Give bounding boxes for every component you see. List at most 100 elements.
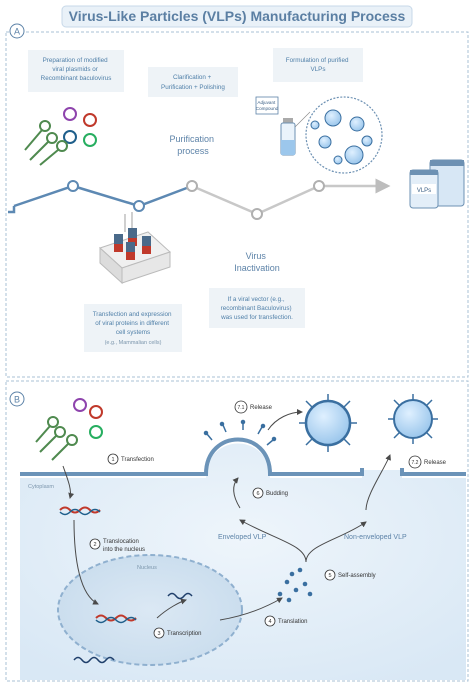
panel-a-letter: A <box>14 27 20 37</box>
plasmid-prep-box <box>28 50 124 92</box>
step-3: 3 Transcription <box>153 627 201 639</box>
budding-spikes <box>203 419 277 446</box>
virus-inactivation-line2: Inactivation <box>234 263 280 273</box>
step-2: 2 Translocation into the nucleus <box>89 538 145 553</box>
step-4-number: 4 <box>268 619 271 625</box>
page-title: Virus-Like Particles (VLPs) Manufacturin… <box>69 8 406 24</box>
dna-strand-icon <box>59 506 101 514</box>
plasmid-icon <box>63 107 77 121</box>
vlp-magnified-circle <box>305 96 383 174</box>
dna-strand-icon <box>59 508 101 516</box>
plasmid-icon <box>73 398 87 412</box>
viral-vector-line2: recombinant Baculovirus) <box>221 305 292 312</box>
step-7-2-label: Release <box>424 460 447 466</box>
svg-text:Clarification + Purificati: Clarification + Purification + Polishing <box>161 74 225 91</box>
step-3-number: 3 <box>157 631 160 637</box>
plasmid-icon <box>89 425 103 439</box>
formulation-line2: VLPs <box>310 66 325 73</box>
bioreactor-plate-icon <box>99 212 171 285</box>
timeline-node <box>251 208 263 220</box>
transfection-note: (e.g., Mammalian cells) <box>105 340 162 346</box>
step-7-2: 7.2 Release <box>408 455 447 469</box>
transfection-line1: Transfection and expression <box>93 311 172 318</box>
plasmid-cluster-a <box>24 107 97 166</box>
title-banner <box>61 5 413 28</box>
clarification-line2: Purification + Polishing <box>161 84 225 91</box>
step-1: 1 Transfection <box>107 453 154 465</box>
step-6-label: Budding <box>266 491 288 497</box>
svg-text:Adjuvant Compound: Adjuvant Compound <box>256 100 279 111</box>
virus-inactivation-line1: Virus <box>246 251 267 261</box>
transfection-line2: of viral proteins in different <box>95 320 169 327</box>
formulation-line1: Formulation of purified <box>286 57 349 64</box>
step-5: 5 Self-assembly <box>324 569 376 581</box>
nucleus-label: Nucleus <box>137 565 157 571</box>
step-2-number: 2 <box>93 542 96 548</box>
vlp-particle-icon <box>349 116 365 132</box>
timeline-node <box>186 180 198 192</box>
vlp-vials-icon: VLPs <box>409 159 465 209</box>
process-timeline <box>8 178 391 220</box>
panel-a-border <box>5 31 469 378</box>
viral-vector-box <box>209 288 305 328</box>
timeline-node <box>313 180 325 192</box>
purification-process-line1: Purification <box>169 134 214 144</box>
panel-b-border <box>5 380 469 682</box>
cell-membrane-right <box>400 468 466 476</box>
transfection-line3: cell systems <box>116 329 150 336</box>
vlp-particle-icon <box>318 135 332 149</box>
enveloped-vlp-label: Enveloped VLP <box>218 534 267 541</box>
vial-label: VLPs <box>417 188 431 194</box>
viral-vector-line1: If a viral vector (e.g., <box>228 296 285 303</box>
dna-strand-icon <box>95 614 137 622</box>
plasmid-icon <box>89 405 103 419</box>
svg-text:Preparation of modified vi: Preparation of modified viral plasmids o… <box>41 57 112 82</box>
adjuvant-vial-icon <box>280 118 296 156</box>
plasmid-icon <box>83 113 97 127</box>
viral-vector-line3: was used for transfection. <box>220 314 293 321</box>
step-7-1: 7.1 Release <box>234 400 273 414</box>
plasmid-prep-line3: Recombinant baculovirus <box>41 75 112 82</box>
transfection-box <box>84 304 182 352</box>
step-2-label2: into the nucleus <box>103 547 145 553</box>
svg-text:Transfection and expression: Transfection and expression of viral pro… <box>93 311 174 336</box>
step-1-number: 1 <box>111 457 114 463</box>
step-5-number: 5 <box>328 573 331 579</box>
timeline-node <box>67 180 79 192</box>
step-1-label: Transfection <box>121 457 154 463</box>
process-arrows <box>62 409 391 621</box>
vlp-particle-icon <box>310 120 320 130</box>
adjuvant-tag <box>255 96 279 115</box>
vlp-particle-icon <box>344 145 364 165</box>
released-enveloped-vlp-icon <box>299 394 357 452</box>
formulation-box <box>273 48 363 82</box>
plasmid-cluster-b <box>35 398 103 461</box>
svg-text:Virus Inactivation: Virus Inactivation <box>234 251 280 273</box>
released-nonenveloped-vlp-icon <box>388 394 438 444</box>
cell-membrane <box>20 437 364 476</box>
svg-text:Formulation of purified VL: Formulation of purified VLPs <box>286 57 350 73</box>
panel-b-letter: B <box>14 395 20 405</box>
step-5-label: Self-assembly <box>338 573 376 579</box>
step-3-label: Transcription <box>167 631 201 637</box>
adjuvant-line2: Compound <box>256 106 279 111</box>
plasmid-prep-line1: Preparation of modified <box>43 57 109 64</box>
plasmid-icon <box>83 133 97 147</box>
clarification-box <box>148 67 238 97</box>
mrna-strand-icon <box>167 592 193 600</box>
svg-text:Purification process: Purification process <box>169 134 216 156</box>
purification-process-line2: process <box>177 146 209 156</box>
protein-subunits-icon <box>277 567 313 603</box>
non-enveloped-vlp-label: Non-enveloped VLP <box>344 534 407 541</box>
step-6: 6 Budding <box>252 487 288 499</box>
step-6-number: 6 <box>256 491 259 497</box>
vial-to-vlp-connector <box>294 111 311 128</box>
panel-a-badge: A <box>9 23 25 39</box>
baculovirus-icon <box>35 416 78 461</box>
cytoplasm-label: Cytoplasm <box>28 484 54 490</box>
svg-text:Translocation into the n: Translocation into the nucleus <box>103 539 145 553</box>
vlp-particle-icon <box>324 109 342 127</box>
step-2-label: Translocation <box>103 539 139 545</box>
dna-strand-icon <box>95 616 137 624</box>
